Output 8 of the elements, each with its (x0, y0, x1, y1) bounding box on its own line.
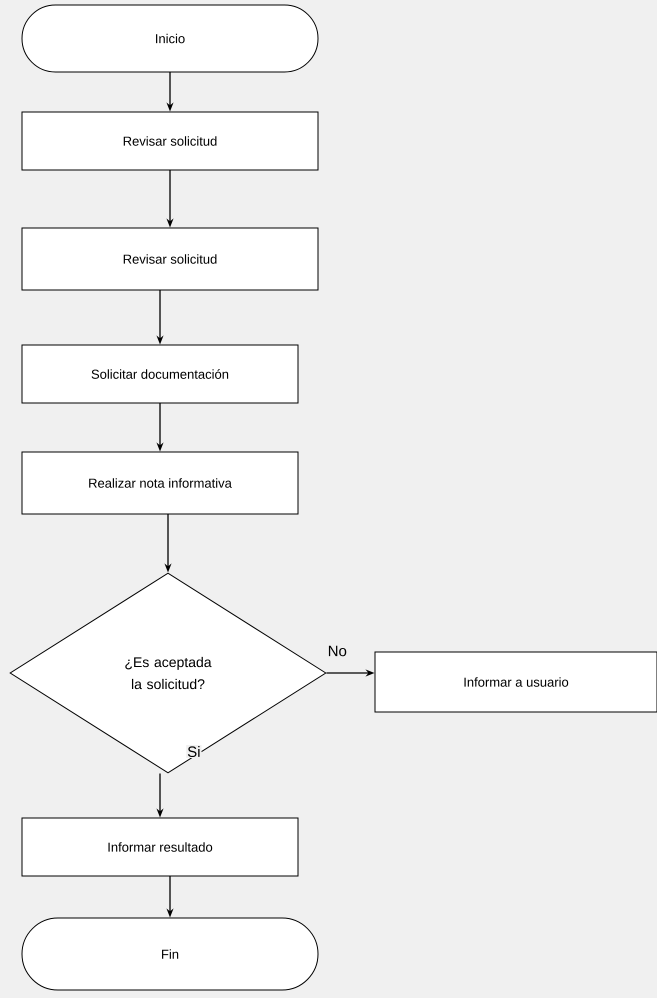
edge-label: Si (186, 745, 202, 758)
edge-label: No (326, 644, 348, 658)
process-box: Solicitar documentación (22, 344, 298, 404)
process-box: Revisar solicitud (22, 228, 318, 290)
process-box: Realizar nota informativa (22, 452, 298, 514)
process-box: Informar resultado (22, 818, 298, 876)
process-box: Revisar solicitud (22, 112, 318, 170)
process-box: Informar a usuario (374, 652, 657, 712)
